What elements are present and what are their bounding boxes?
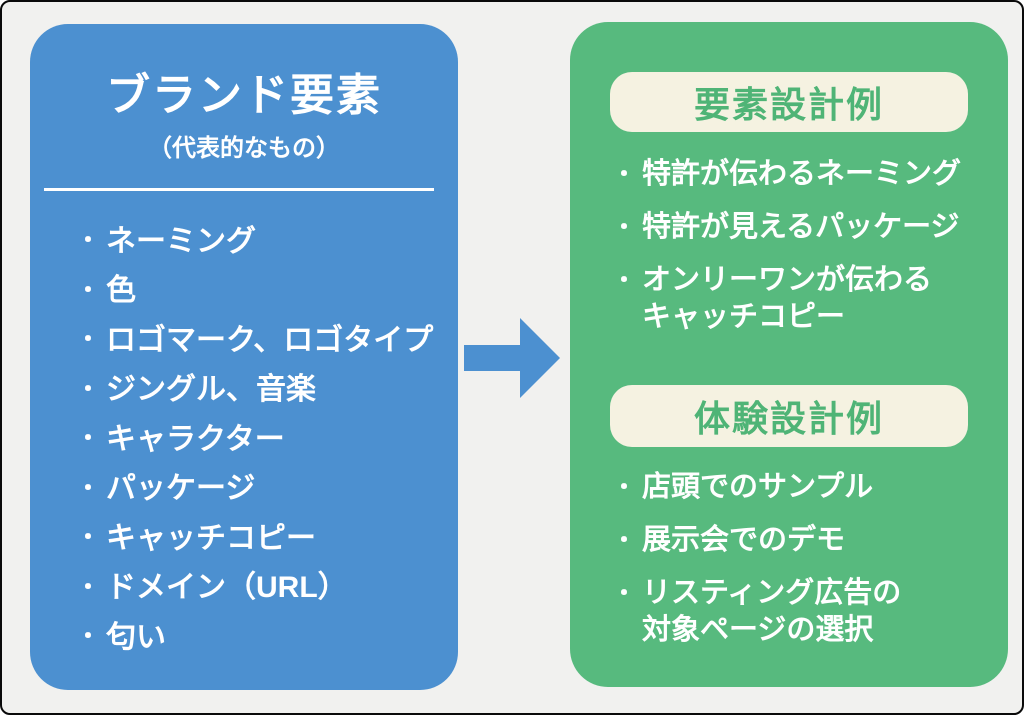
bullet-icon: ・ (612, 527, 636, 554)
experience-design-list: ・ 店頭でのサンプル ・ 展示会でのデモ ・ リスティング広告の 対象ページの選… (570, 465, 1008, 665)
example-list-item: ・ 特許が伝わるネーミング (612, 156, 1008, 193)
brand-elements-list: ・ ネーミング ・ 色 ・ ロゴマーク、ロゴタイプ ・ ジングル、音楽 ・ キャ… (30, 213, 458, 659)
example-list-item: ・ リスティング広告の 対象ページの選択 (612, 575, 1008, 649)
element-design-list: ・ 特許が伝わるネーミング ・ 特許が見えるパッケージ ・ オンリーワンが伝わる… (570, 152, 1008, 352)
brand-list-item: ・ 匂い (76, 609, 458, 659)
brand-item-label: キャラクター (106, 422, 285, 456)
bullet-icon: ・ (76, 573, 100, 601)
example-item-label: オンリーワンが伝わる キャッチコピー (642, 264, 933, 333)
bullet-icon: ・ (612, 267, 636, 294)
bullet-icon: ・ (76, 227, 100, 255)
brand-item-label: ロゴマーク、ロゴタイプ (106, 323, 434, 357)
brand-list-item: ・ 色 (76, 263, 458, 313)
flow-arrow-icon (464, 318, 560, 398)
brand-list-item: ・ キャッチコピー (76, 510, 458, 560)
element-design-header: 要素設計例 (610, 72, 968, 132)
bullet-icon: ・ (612, 474, 636, 501)
bullet-icon: ・ (76, 474, 100, 502)
bullet-icon: ・ (76, 623, 100, 651)
bullet-icon: ・ (612, 161, 636, 188)
example-item-label: リスティング広告の 対象ページの選択 (642, 577, 902, 646)
bullet-icon: ・ (76, 276, 100, 304)
brand-list-item: ・ パッケージ (76, 461, 458, 511)
brand-item-label: 色 (106, 274, 136, 308)
brand-item-label: パッケージ (106, 472, 256, 506)
example-list-item: ・ オンリーワンが伝わる キャッチコピー (612, 262, 1008, 336)
title-divider (44, 188, 434, 191)
example-item-label: 展示会でのデモ (642, 524, 846, 556)
example-list-item: ・ 展示会でのデモ (612, 522, 1008, 559)
example-item-label: 店頭でのサンプル (642, 471, 874, 503)
brand-list-item: ・ ネーミング (76, 213, 458, 263)
example-list-item: ・ 店頭でのサンプル (612, 469, 1008, 506)
bullet-icon: ・ (76, 524, 100, 552)
brand-list-item: ・ キャラクター (76, 411, 458, 461)
design-examples-panel: 要素設計例 ・ 特許が伝わるネーミング ・ 特許が見えるパッケージ ・ オンリー… (570, 22, 1008, 687)
example-list-item: ・ 特許が見えるパッケージ (612, 209, 1008, 246)
brand-list-item: ・ ロゴマーク、ロゴタイプ (76, 312, 458, 362)
brand-item-label: ドメイン（URL） (106, 571, 348, 605)
brand-item-label: ネーミング (106, 224, 256, 258)
bullet-icon: ・ (76, 375, 100, 403)
example-item-label: 特許が伝わるネーミング (642, 158, 962, 190)
brand-item-label: キャッチコピー (106, 521, 316, 555)
experience-design-header: 体験設計例 (610, 385, 968, 447)
bullet-icon: ・ (612, 580, 636, 607)
bullet-icon: ・ (76, 425, 100, 453)
element-design-header-label: 要素設計例 (693, 84, 884, 125)
brand-elements-subtitle: （代表的なもの） (148, 135, 340, 162)
brand-elements-panel: ブランド要素 （代表的なもの） ・ ネーミング ・ 色 ・ ロゴマーク、ロゴタイ… (30, 24, 458, 690)
brand-elements-title: ブランド要素 (106, 71, 382, 120)
experience-design-header-label: 体験設計例 (693, 398, 884, 439)
brand-item-label: 匂い (106, 620, 166, 654)
brand-list-item: ・ ドメイン（URL） (76, 560, 458, 610)
example-item-label: 特許が見えるパッケージ (642, 211, 960, 243)
bullet-icon: ・ (612, 214, 636, 241)
brand-item-label: ジングル、音楽 (106, 373, 316, 407)
brand-list-item: ・ ジングル、音楽 (76, 362, 458, 412)
bullet-icon: ・ (76, 326, 100, 354)
